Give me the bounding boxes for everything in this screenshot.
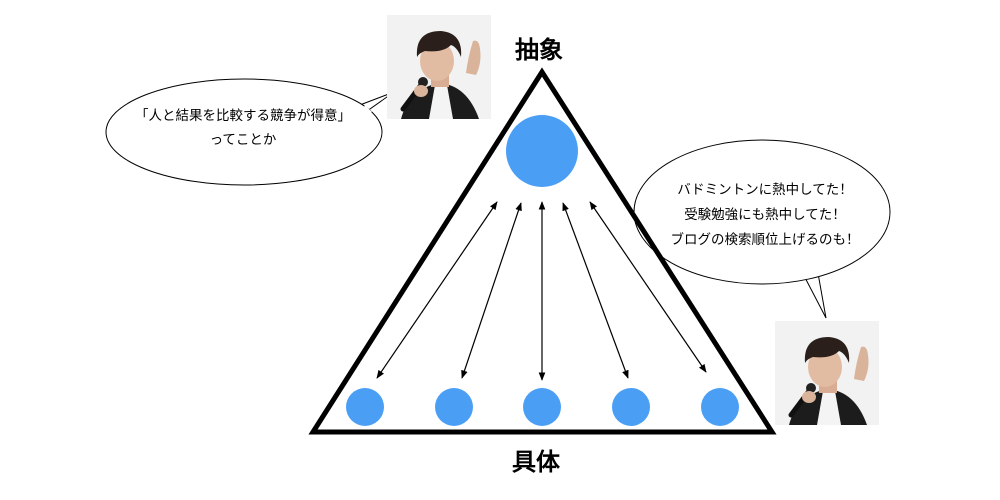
arrow-1	[376, 201, 498, 379]
arrows	[376, 201, 707, 381]
left-bubble-text: 「人と結果を比較する競争が得意」 ってことか	[118, 104, 368, 152]
abstract-label: 抽象	[515, 36, 563, 64]
right-bubble-text: バドミントンに熱中してた！ 受験勉強にも熱中してた！ ブログの検索順位上げるのも…	[640, 178, 890, 253]
speaker-photo-top	[387, 15, 491, 119]
concrete-node-5	[701, 388, 739, 426]
concrete-node-4	[612, 388, 650, 426]
arrow-2	[461, 202, 522, 379]
abstract-node	[506, 115, 578, 187]
concrete-node-1	[346, 388, 384, 426]
concrete-label: 具体	[512, 448, 560, 476]
arrow-5	[589, 201, 707, 373]
concrete-node-3	[523, 388, 561, 426]
arrow-4	[562, 202, 629, 379]
concrete-node-2	[435, 388, 473, 426]
nodes	[346, 115, 739, 426]
left-bubble-line-1: 「人と結果を比較する競争が得意」	[135, 108, 351, 124]
left-bubble-line-2: ってことか	[209, 132, 277, 148]
right-bubble-line-1: バドミントンに熱中してた！	[677, 182, 853, 198]
right-bubble-line-3: ブログの検索順位上げるのも！	[670, 232, 860, 248]
speaker-photo-bottom	[775, 321, 879, 425]
right-bubble-line-2: 受験勉強にも熱中してた！	[684, 207, 846, 223]
left-speech-bubble	[105, 78, 395, 186]
